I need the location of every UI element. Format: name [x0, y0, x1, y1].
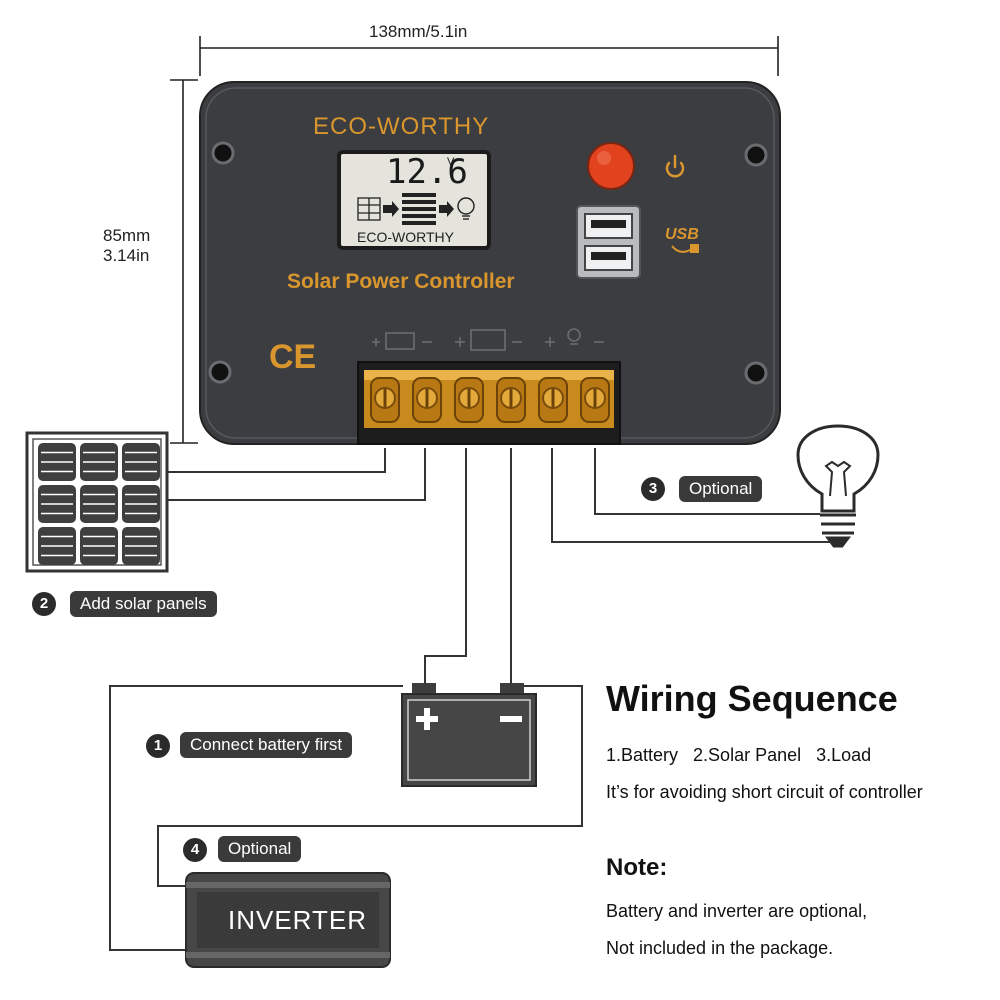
usb-label: USB — [665, 226, 699, 243]
step-label-3: Optional — [679, 476, 763, 502]
ce-mark: CE — [269, 338, 317, 376]
lcd-voltage: 12.6 — [386, 152, 468, 192]
height-dimension-line — [170, 79, 198, 444]
step-number-3: 3 — [641, 477, 665, 501]
height-dimension-mm: 85mm — [103, 226, 151, 245]
terminal-legend — [372, 328, 604, 351]
inverter-icon — [185, 872, 391, 968]
terminal-screw — [454, 377, 484, 423]
lcd-arrow-icon — [439, 201, 454, 217]
power-icon — [665, 154, 685, 178]
height-dimension-in: 3.14in — [103, 246, 150, 265]
lcd-unit: V — [447, 156, 455, 168]
note-line-1: Battery and inverter are optional, — [606, 901, 868, 921]
terminal-screw — [580, 377, 610, 423]
step-label-1: Connect battery first — [180, 732, 353, 758]
step-label-2: Add solar panels — [70, 591, 217, 617]
usb-symbol-icon — [671, 244, 699, 253]
solar-panel-icon — [25, 431, 169, 573]
terminal-block — [357, 361, 621, 445]
lcd-brand-label: ECO-WORTHY — [357, 229, 454, 245]
note-line-2: Not included in the package. — [606, 938, 834, 958]
light-bulb-icon — [796, 424, 880, 548]
mounting-holes — [208, 141, 768, 385]
terminal-screw — [496, 377, 526, 423]
lcd-solar-icon — [357, 197, 381, 221]
wiring-sequence-title: Wiring Sequence — [606, 678, 898, 719]
wiring-sequence-reason: It’s for avoiding short circuit of contr… — [606, 782, 923, 802]
controller-body — [199, 81, 781, 445]
terminal-screw — [370, 377, 400, 423]
lcd-bulb-icon — [457, 197, 475, 220]
lcd-battery-icon — [402, 193, 436, 225]
controller-title: Solar Power Controller — [287, 270, 515, 293]
width-dimension-line — [199, 36, 779, 76]
brand-label: ECO-WORTHY — [313, 113, 490, 140]
wires — [109, 448, 836, 951]
step-number-4: 4 — [183, 838, 207, 862]
note-title: Note: — [606, 854, 668, 881]
step-label-4: Optional — [218, 836, 302, 862]
step-number-2: 2 — [32, 592, 56, 616]
terminal-screws — [370, 377, 610, 423]
wiring-sequence-order: 1.Battery 2.Solar Panel 3.Load — [606, 745, 872, 765]
terminal-screw — [538, 377, 568, 423]
usb-port-icon — [576, 205, 641, 279]
battery-icon — [401, 683, 537, 787]
terminal-screw — [412, 377, 442, 423]
lcd-arrow-icon — [383, 201, 399, 217]
step-number-1: 1 — [146, 734, 170, 758]
inverter-label: INVERTER — [228, 905, 367, 935]
width-dimension-label: 138mm/5.1in — [369, 22, 468, 41]
power-button — [587, 142, 635, 190]
